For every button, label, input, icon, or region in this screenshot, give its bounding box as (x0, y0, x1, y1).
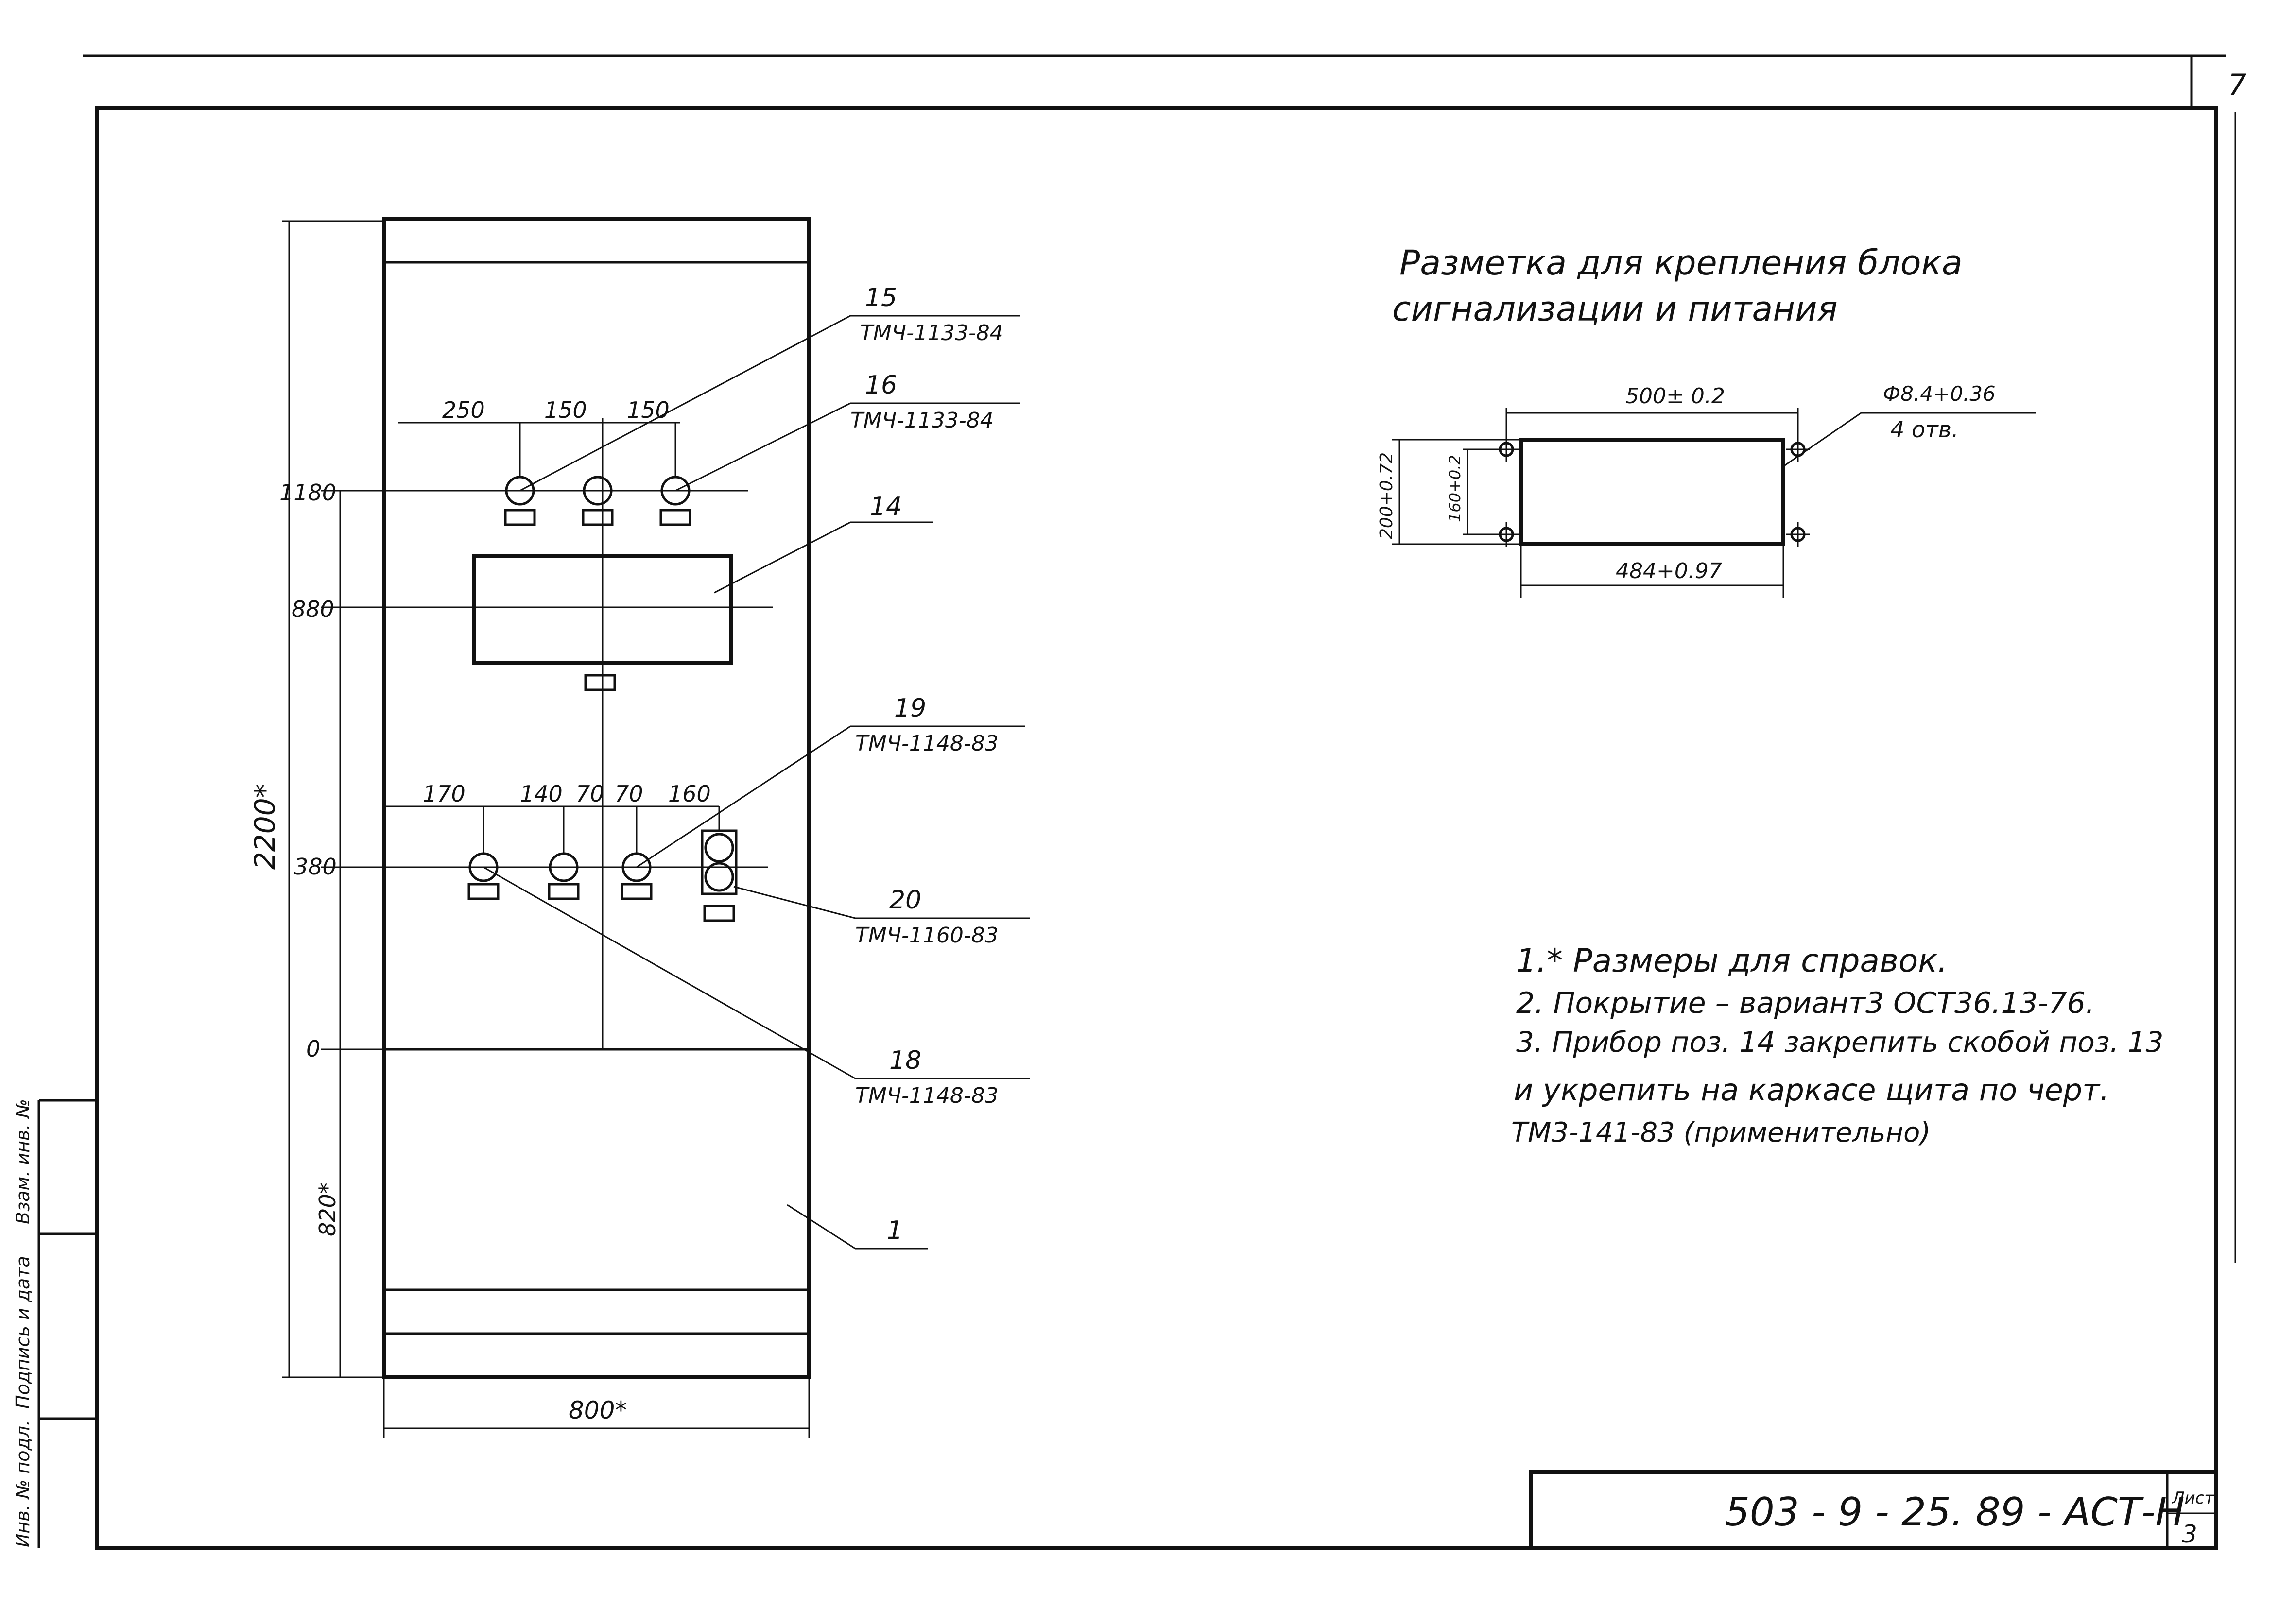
drawing-frame (95, 106, 2218, 1550)
marking-rectangle (1519, 438, 1785, 546)
lamp-label-plate-3 (659, 509, 691, 526)
callout-16-doc: ТМЧ-1133-84 (850, 408, 994, 433)
marking-title-line2: сигнализации и питания (1392, 289, 1838, 329)
lamp-label-plate-2 (582, 509, 614, 526)
control-button-3 (621, 852, 652, 882)
leader-15 (519, 315, 851, 492)
unit-label-plate (584, 674, 616, 691)
indicator-lamp-2 (583, 476, 613, 506)
control-button-2 (549, 852, 579, 882)
lamp-label-plate-1 (504, 509, 536, 526)
top-dim-150-a: 150 (544, 397, 587, 423)
button-label-plate-3 (621, 883, 653, 900)
top-dim-250: 250 (442, 397, 485, 423)
callout-1-pos: 1 (887, 1216, 903, 1245)
leader-16 (675, 402, 851, 492)
double-button-top (704, 833, 734, 863)
bottom-dim-160: 160 (668, 781, 711, 807)
marking-title-line1: Разметка для крепления блока (1399, 243, 1963, 283)
hole-count: 4 отв. (1890, 416, 1959, 443)
button-label-plate-2 (548, 883, 580, 900)
bottom-dim-170: 170 (423, 781, 466, 807)
button-label-plate-1 (467, 883, 500, 900)
bottom-dim-140: 140 (520, 781, 563, 807)
leader-14 (714, 521, 851, 594)
callout-15-doc: ТМЧ-1133-84 (860, 321, 1003, 345)
indicator-lamp-3 (660, 476, 691, 506)
callout-20-pos: 20 (889, 886, 921, 915)
note-3: 3. Прибор поз. 14 закрепить скобой поз. … (1516, 1026, 2163, 1059)
marking-dim-left-outer: 200+0.72 (1377, 452, 1397, 539)
level-1180: 1180 (279, 479, 336, 506)
signal-power-unit (472, 554, 733, 665)
side-stamp-inventory: Инв. № подл. (12, 1420, 34, 1547)
callout-15-pos: 15 (865, 283, 897, 312)
sheet-corner-number: 7 (2228, 68, 2246, 102)
callout-20-doc: ТМЧ-1160-83 (855, 923, 999, 948)
hole-leader (1783, 412, 1862, 467)
list-number: 3 (2182, 1520, 2197, 1548)
indicator-lamp-1 (505, 476, 535, 506)
leader-19 (636, 725, 851, 868)
panel-width-label: 800* (569, 1396, 627, 1424)
note-1: 1.* Размеры для справок. (1516, 942, 1948, 979)
double-button-housing (701, 829, 738, 895)
top-dim-150-b: 150 (627, 397, 670, 423)
callout-18-pos: 18 (889, 1046, 921, 1075)
hole-label: Ф8.4+0.36 (1883, 382, 1996, 406)
side-stamp-signature: Подпись и дата (12, 1256, 34, 1409)
leader-20 (733, 886, 856, 919)
leader-18 (483, 866, 856, 1079)
double-button-bottom (704, 862, 734, 892)
callout-14-pos: 14 (870, 492, 902, 521)
marking-dim-bottom: 484+0.97 (1616, 559, 1722, 583)
level-0: 0 (306, 1036, 320, 1062)
callout-19-pos: 19 (894, 694, 926, 723)
panel-view: 2200* 1180 880 380 0 820* 800* 250 150 1… (248, 217, 1030, 1438)
bottom-dim-70-a: 70 (576, 781, 604, 807)
note-5: ТМ3-141-83 (применительно) (1511, 1117, 1931, 1148)
level-880: 880 (292, 596, 334, 622)
control-button-1 (468, 852, 499, 882)
panel-base-label: 820* (314, 1182, 341, 1236)
leader-1 (787, 1204, 856, 1250)
double-button-label-plate (703, 905, 735, 922)
drawing-code: 503 - 9 - 25. 89 - АСТ-Н (1725, 1489, 2185, 1535)
side-stamp-replacement: Взам. инв. № (12, 1099, 34, 1224)
callout-19-doc: ТМЧ-1148-83 (855, 731, 999, 756)
bottom-dim-70-b: 70 (615, 781, 643, 807)
note-4: и укрепить на каркасе щита по черт. (1514, 1072, 2109, 1108)
mounting-marking: Разметка для крепления блока сигнализаци… (1377, 243, 2036, 598)
callout-16-pos: 16 (865, 371, 897, 400)
title-block (1529, 1470, 2218, 1550)
note-2: 2. Покрытие – вариант3 ОСТ36.13-76. (1516, 986, 2095, 1020)
panel-outline (382, 217, 811, 1379)
notes-block: 1.* Размеры для справок. 2. Покрытие – в… (1511, 942, 2163, 1148)
list-label: Лист (2171, 1489, 2214, 1508)
marking-dim-left-inner: 160+0.2 (1446, 455, 1464, 522)
panel-height-label: 2200* (248, 784, 281, 870)
callout-18-doc: ТМЧ-1148-83 (855, 1083, 999, 1108)
marking-dim-top: 500± 0.2 (1625, 384, 1725, 409)
